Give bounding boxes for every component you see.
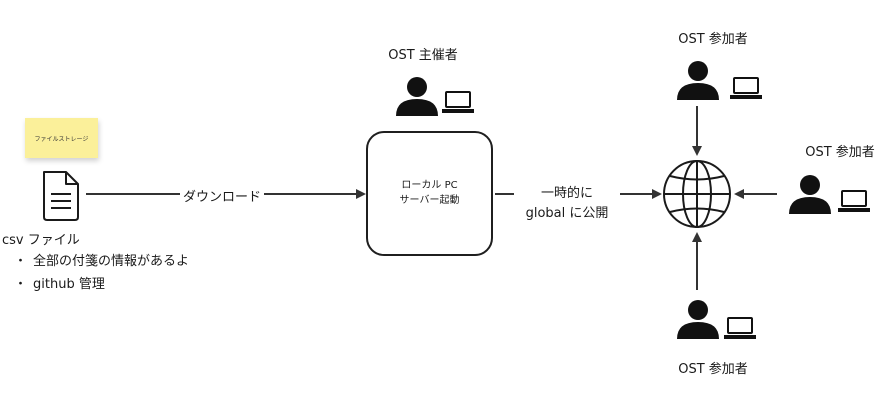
participant-bottom-user-icon [677,300,719,339]
file-storage-sticky-note: ファイルストレージ [25,118,98,158]
document-icon [43,171,79,221]
participant-right-user-icon [789,175,831,214]
csv-file-label: csv ファイル [2,233,80,248]
server-line-2: サーバー起動 [399,195,460,206]
host-label: OST 主催者 [370,44,476,63]
sticky-note-text: ファイルストレージ [34,135,89,143]
participant-top-label: OST 参加者 [660,28,766,47]
participant-bottom-laptop-icon [724,317,756,339]
participant-right-laptop-icon [838,190,870,212]
file-notes-list: 全部の付箋の情報があるよ github 管理 [14,250,189,296]
host-laptop-icon [442,91,474,113]
local-server-box [366,131,493,256]
host-user-icon [396,77,438,116]
server-text: ローカル PC サーバー起動 [366,178,493,208]
file-note-item: 全部の付箋の情報があるよ [14,250,189,273]
download-edge-label: ダウンロード [180,186,265,205]
publish-edge-line-2: global に公開 [525,206,609,221]
file-note-item: github 管理 [14,273,189,296]
participant-top-user-icon [677,61,719,100]
publish-edge-label: 一時的に global に公開 [514,184,620,224]
participant-right-label: OST 参加者 [787,141,887,160]
server-line-1: ローカル PC [401,180,458,191]
participant-top-laptop-icon [730,77,762,99]
publish-edge-line-1: 一時的に [540,186,593,201]
participant-bottom-label: OST 参加者 [660,358,766,377]
globe-icon [663,160,731,228]
